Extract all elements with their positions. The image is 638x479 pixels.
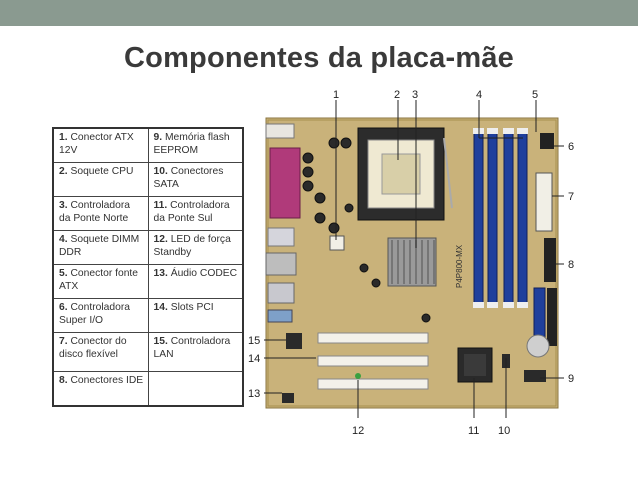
audio-jack: [267, 309, 293, 323]
legend-number: 14.: [153, 302, 168, 313]
lan-controller-chip: [286, 333, 302, 349]
legend-cell: 13. Áudio CODEC: [147, 264, 244, 299]
callout-10: 10: [498, 425, 510, 437]
legend-text: Conectores SATA: [153, 166, 224, 190]
callout-2: 2: [394, 89, 400, 101]
legend-number: 2.: [59, 166, 68, 177]
legend-text: Slots PCI: [170, 302, 214, 313]
lan-port: [267, 282, 295, 304]
legend-cell: 11. Controladora da Ponte Sul: [147, 196, 244, 231]
legend-number: 10.: [153, 166, 168, 177]
bios-chip: [524, 370, 546, 382]
dimm-slots: [473, 128, 528, 308]
pci-slots: [317, 332, 429, 390]
legend-cell: 4. Soquete DIMM DDR: [52, 230, 149, 265]
callout-1: 1: [333, 89, 339, 101]
legend-cell: 10. Conectores SATA: [147, 162, 244, 197]
legend-text: Soquete CPU: [70, 166, 134, 177]
legend-text: Memória flash EEPROM: [153, 132, 230, 156]
ide-connector-secondary: [547, 288, 557, 346]
legend-number: 6.: [59, 302, 68, 313]
legend-cell: 2. Soquete CPU: [52, 162, 149, 197]
cmos-battery: [526, 334, 550, 358]
legend-text: Controladora Super I/O: [59, 302, 130, 326]
legend-number: 15.: [153, 336, 168, 347]
legend-number: 13.: [153, 268, 168, 279]
legend-number: 12.: [153, 234, 168, 245]
callout-9: 9: [568, 373, 574, 385]
legend-cell: 6. Controladora Super I/O: [52, 298, 149, 333]
parallel-port: [269, 147, 301, 219]
atx-power-connector: [535, 172, 553, 232]
callout-14: 14: [248, 353, 260, 365]
legend-text: Áudio CODEC: [170, 268, 238, 279]
legend-number: 7.: [59, 336, 68, 347]
legend-cell: 14. Slots PCI: [147, 298, 244, 333]
legend-cell: 7. Conector do disco flexível: [52, 332, 149, 372]
legend-number: 1.: [59, 132, 68, 143]
legend-number: 5.: [59, 268, 68, 279]
top-bar: [0, 0, 638, 26]
legend-text: Controladora da Ponte Sul: [153, 200, 230, 224]
callout-5: 5: [532, 89, 538, 101]
super-io-chip: [540, 133, 554, 149]
callout-8: 8: [568, 259, 574, 271]
callout-13: 13: [248, 388, 260, 400]
callout-15: 15: [248, 335, 260, 347]
legend-text: Conector ATX 12V: [59, 132, 134, 156]
callout-lines: [264, 100, 564, 418]
legend-number: 8.: [59, 375, 68, 386]
legend-row: 8. Conectores IDE: [52, 371, 244, 407]
usb-port: [265, 123, 295, 139]
legend-number: 9.: [153, 132, 163, 143]
legend-number: 3.: [59, 200, 68, 211]
legend-cell: [147, 371, 244, 407]
callout-11: 11: [468, 425, 479, 437]
callout-4: 4: [476, 89, 482, 101]
audio-codec-chip: [282, 393, 294, 403]
legend-number: 4.: [59, 234, 68, 245]
legend-number: 11.: [153, 200, 168, 211]
legend-text: Soquete DIMM DDR: [59, 234, 140, 258]
legend-text: Controladora da Ponte Norte: [59, 200, 130, 224]
northbridge-heatsink: [387, 237, 437, 287]
legend-text: Conector fonte ATX: [59, 268, 139, 292]
callout-3: 3: [412, 89, 418, 101]
legend-cell: 3. Controladora da Ponte Norte: [52, 196, 149, 231]
callout-6: 6: [568, 141, 574, 153]
motherboard-diagram: P4P800-MX: [248, 89, 574, 437]
floppy-connector: [544, 238, 556, 282]
atx-12v-connector: [329, 235, 345, 251]
legend-cell: 9. Memória flash EEPROM: [147, 127, 244, 163]
legend-cell: 5. Conector fonte ATX: [52, 264, 149, 299]
legend-text: LED de força Standby: [153, 234, 231, 258]
callout-12: 12: [352, 425, 364, 437]
legend-text: Conectores IDE: [70, 375, 144, 386]
slide-title: Componentes da placa-mãe: [124, 42, 514, 74]
standby-led: [355, 373, 361, 379]
serial-port: [267, 227, 295, 247]
callout-7: 7: [568, 191, 574, 203]
legend-cell: 12. LED de força Standby: [147, 230, 244, 265]
legend-cell: 1. Conector ATX 12V: [52, 127, 149, 163]
board-model-label: P4P800-MX: [455, 244, 464, 288]
legend-text: Conector do disco flexível: [59, 336, 127, 360]
legend-cell: 15. Controladora LAN: [147, 332, 244, 372]
legend-text: Controladora LAN: [153, 336, 231, 360]
legend-cell: 8. Conectores IDE: [52, 371, 149, 407]
vga-port: [265, 252, 297, 276]
